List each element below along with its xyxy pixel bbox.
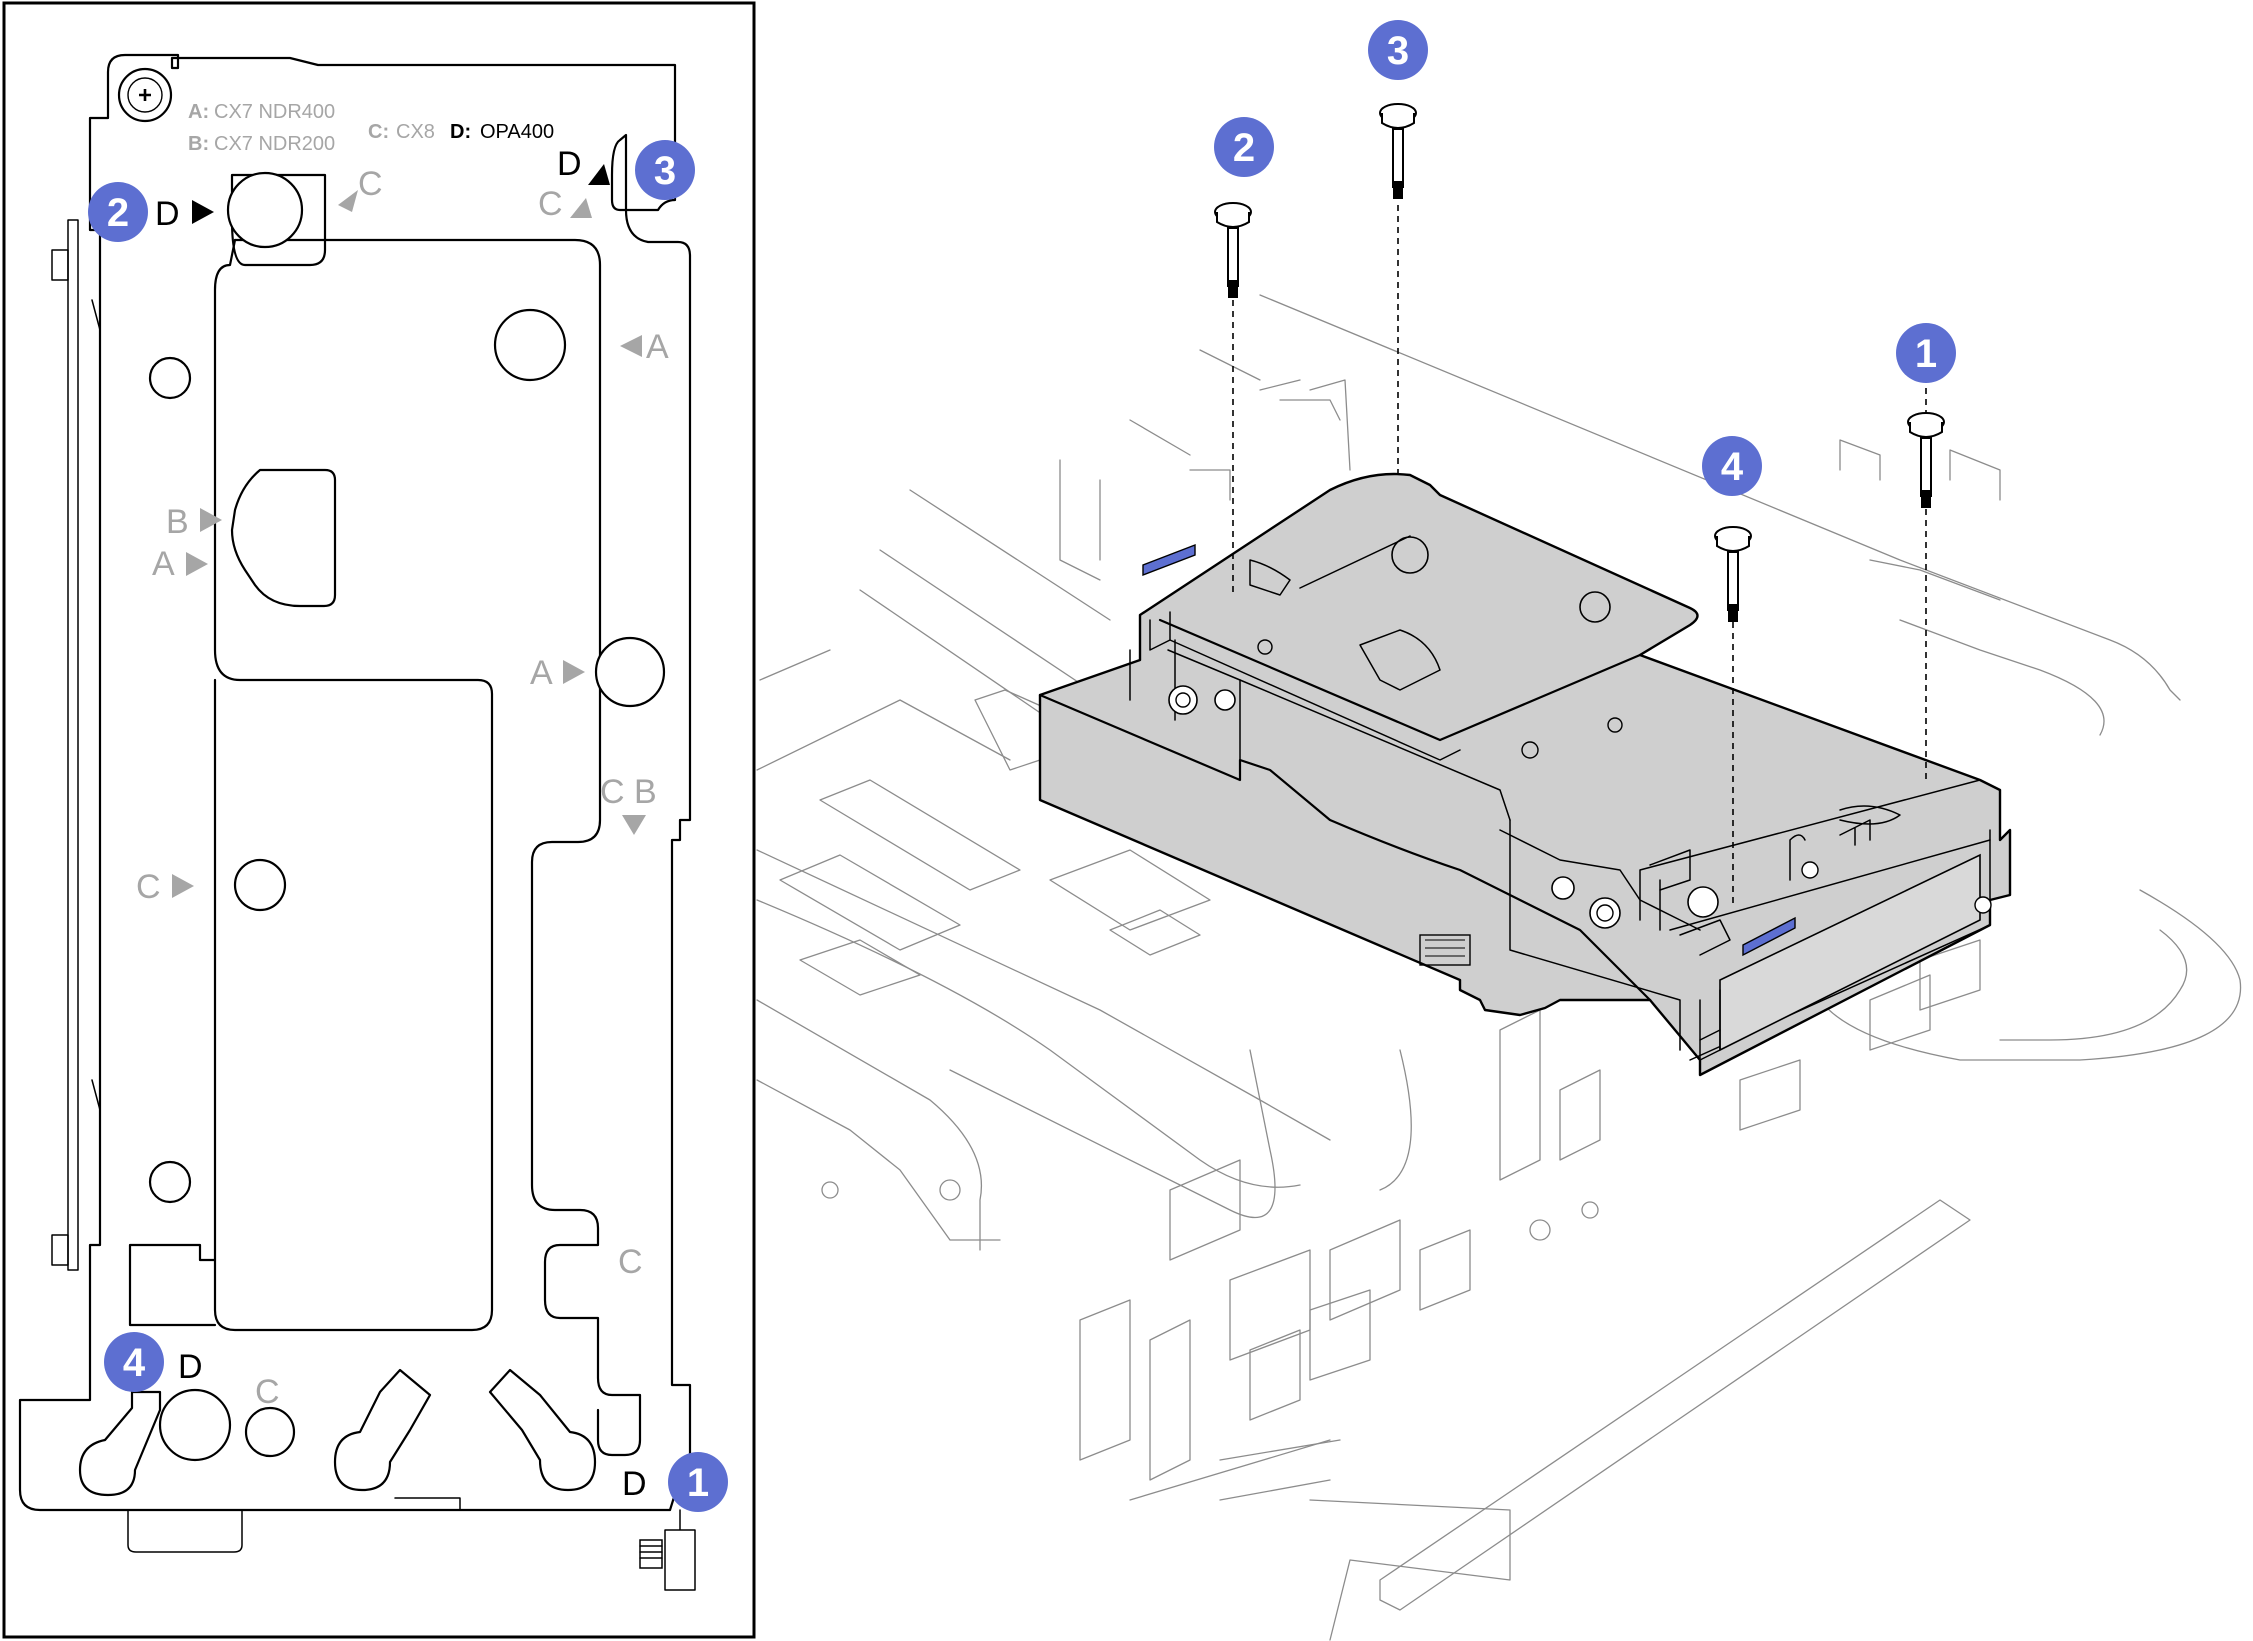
legend-b-value: CX7 NDR200 [214,133,335,155]
screw-4 [1714,526,1752,622]
legend-c-key: C: [368,121,389,143]
arrow-right-icon [200,508,222,532]
label-a-left: A [152,545,175,583]
position-labels: D C D C A B A A C B C C D C D [136,145,669,1503]
label-d-bottom-right: D [622,1465,647,1503]
main-callout-2-number: 2 [1233,126,1255,170]
legend-a-value: CX7 NDR400 [214,101,335,123]
mounting-holes [148,171,666,1462]
arrow-right-icon [192,200,214,224]
main-callout-1: 1 [1896,323,1956,383]
legend-d-value: OPA400 [480,121,554,143]
label-c-bottom: C [255,1373,280,1411]
legend-c-value: CX8 [396,121,435,143]
legend-a-key: A: [188,101,209,123]
inset-callout-2-number: 2 [107,191,129,235]
screw-1 [1907,412,1945,508]
bracket-top-view [18,53,696,1591]
label-c-top-right: C [538,185,563,223]
label-a-right-middle: A [530,654,553,692]
inset-callout-1-number: 1 [687,1461,709,1505]
legend-d-key: D: [450,121,471,143]
label-d-top-left: D [155,195,180,233]
inset-callout-3: 3 [635,140,695,200]
chassis-background [756,294,2242,1641]
arrow-down-left-icon [338,190,358,212]
arrow-right-icon [563,660,585,684]
legend: A: CX7 NDR400 B: CX7 NDR200 C: CX8 D: OP… [188,101,554,155]
label-d-bottom-left: D [178,1348,203,1386]
main-isometric-view: 1 2 3 4 [756,20,2242,1641]
arrow-right-icon [186,552,208,576]
riser-cage [1038,472,2012,1077]
label-c-left-middle: C [136,868,161,906]
inset-callout-4-number: 4 [123,1341,146,1385]
legend-b-key: B: [188,133,209,155]
main-callout-1-number: 1 [1915,332,1937,376]
main-callout-3-number: 3 [1387,29,1409,73]
screw-2 [1214,202,1252,298]
label-c-top-left: C [358,165,383,203]
inset-callout-2: 2 [88,182,148,242]
inset-callout-4: 4 [104,1332,164,1392]
arrow-down-icon [622,815,646,835]
label-c-right-lower: C [618,1243,643,1281]
label-a-right-upper: A [646,328,669,366]
screw-3 [1379,103,1417,199]
arrow-up-right-icon [570,198,592,218]
main-callout-4-number: 4 [1721,445,1744,489]
label-b-left: B [166,503,189,541]
inset-panel: A: CX7 NDR400 B: CX7 NDR200 C: CX8 D: OP… [2,1,756,1639]
label-cb-right: C B [600,773,657,811]
arrow-right-icon [172,874,194,898]
label-d-top-right: D [557,145,582,183]
inset-callout-1: 1 [668,1452,728,1512]
main-callout-3: 3 [1368,20,1428,80]
arrow-left-icon [620,335,642,357]
main-callout-2: 2 [1214,117,1274,177]
arrow-up-right-icon [588,164,610,185]
inset-callout-3-number: 3 [654,149,676,193]
main-callout-4: 4 [1702,436,1762,496]
